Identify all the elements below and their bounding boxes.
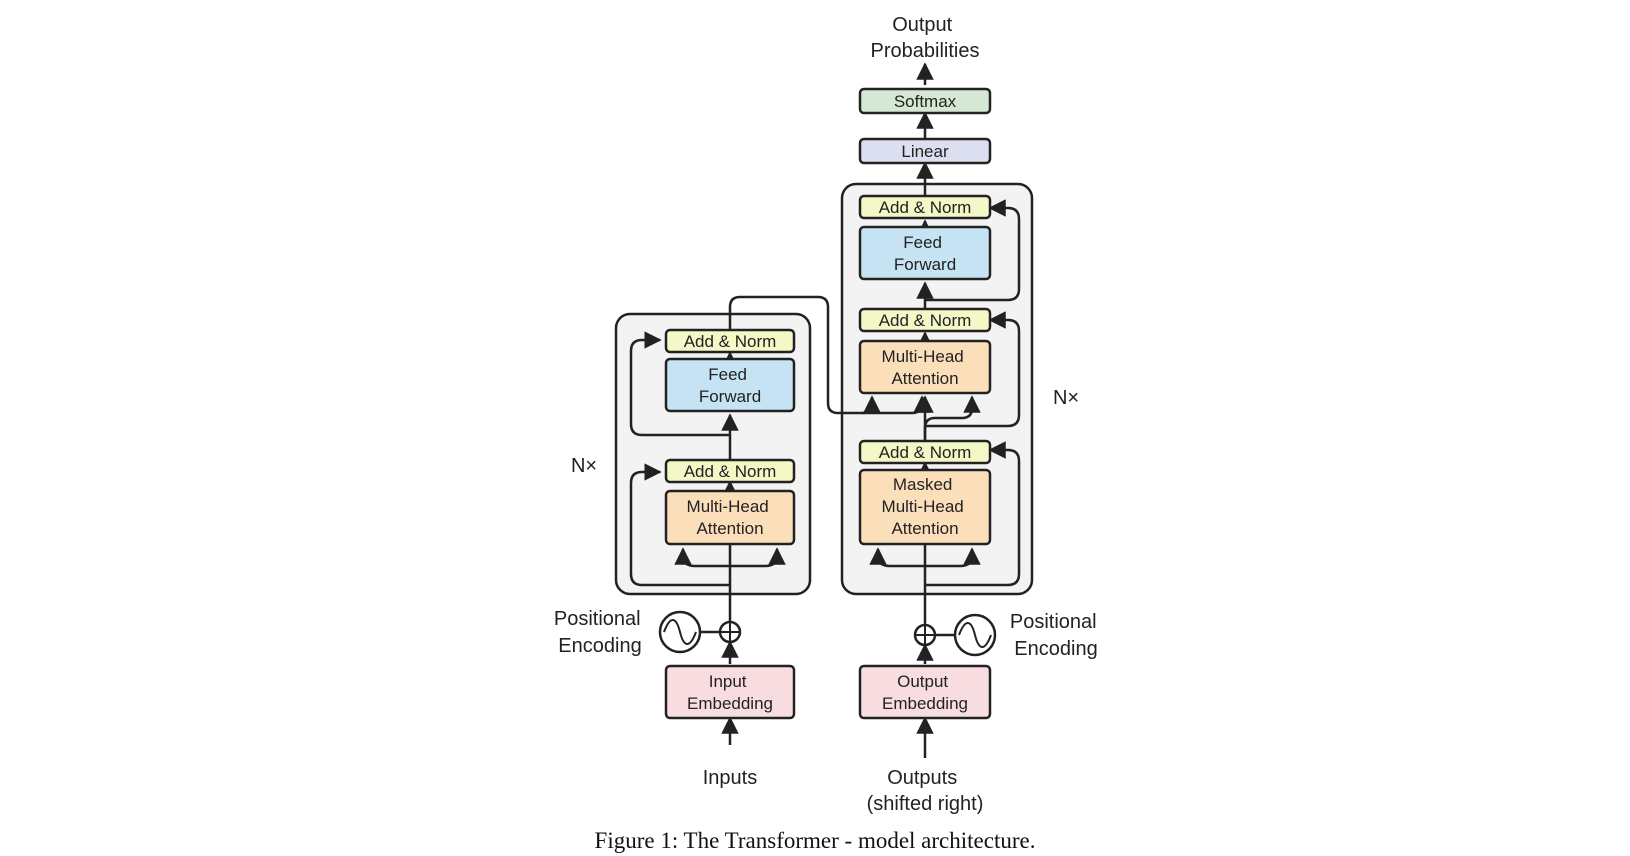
encoder-attention-line-2: Attention: [696, 519, 763, 538]
encoder-feed-forward-line-2: Forward: [699, 387, 761, 406]
input-embedding-line-2: Embedding: [687, 694, 773, 713]
decoder-add-norm-mid: [858, 307, 992, 333]
connections: [629, 62, 1021, 758]
masked-attention-line-1: Masked: [893, 475, 953, 494]
decoder-n-label: N×: [1053, 387, 1079, 409]
transformer-diagram: Softmax Linear Output Probabilities Add …: [554, 14, 1102, 815]
decoder-multi-head-attention-label: Multi-Head Attention: [882, 347, 969, 388]
decoder-add-norm-top-label: Add & Norm: [879, 198, 972, 217]
output-embedding-label: Output Embedding: [882, 672, 968, 713]
decoder-feed-forward: [858, 225, 992, 281]
encoder-pe-line-2: Encoding: [558, 635, 641, 657]
encoder-feed-forward-line-1: Feed: [708, 365, 747, 384]
output-embedding-line-2: Embedding: [882, 694, 968, 713]
linear-label: Linear: [901, 142, 949, 161]
masked-attention-line-3: Attention: [891, 519, 958, 538]
decoder-positional-encoding-label: Positional Encoding: [1010, 611, 1102, 660]
decoder-pe-line-2: Encoding: [1014, 638, 1097, 660]
masked-attention-line-2: Multi-Head: [882, 497, 964, 516]
decoder-multi-head-attention: [858, 339, 992, 395]
encoder-stack: [614, 312, 812, 596]
input-embedding-label: Input Embedding: [687, 672, 773, 713]
decoder-feed-forward-line-1: Feed: [903, 233, 942, 252]
softmax-label: Softmax: [894, 92, 957, 111]
decoder-pe-line-1: Positional: [1010, 611, 1097, 633]
encoder-attention-line-1: Multi-Head: [687, 497, 769, 516]
encoder-n-label: N×: [571, 455, 597, 477]
softmax-block: [858, 87, 992, 115]
decoder-feed-forward-label: Feed Forward: [894, 233, 956, 274]
encoder-feed-forward-label: Feed Forward: [699, 365, 761, 406]
encoder-sine-wave-icon: [663, 619, 697, 645]
encoder-add-norm-top-label: Add & Norm: [684, 332, 777, 351]
decoder-add-norm-top: [858, 194, 992, 220]
output-probabilities-line-2: Probabilities: [871, 40, 980, 62]
decoder-attention-line-1: Multi-Head: [882, 347, 964, 366]
decoder-masked-multi-head-attention: [858, 468, 992, 546]
decoder-add-norm-mid-label: Add & Norm: [879, 311, 972, 330]
output-embedding-block: [858, 664, 992, 720]
input-embedding-line-1: Input: [709, 672, 747, 691]
encoder-feed-forward: [664, 357, 796, 413]
output-probabilities-label: Output Probabilities: [871, 14, 980, 62]
outputs-label: Outputs (shifted right): [867, 767, 984, 815]
inputs-label: Inputs: [703, 767, 757, 789]
encoder-positional-encoding-label: Positional Encoding: [554, 608, 646, 657]
decoder-attention-line-2: Attention: [891, 369, 958, 388]
decoder-masked-attention-label: Masked Multi-Head Attention: [882, 475, 969, 538]
output-embedding-line-1: Output: [897, 672, 948, 691]
linear-block: [858, 137, 992, 165]
encoder-add-norm-top: [664, 328, 796, 354]
decoder-add-norm-bottom-label: Add & Norm: [879, 443, 972, 462]
encoder-pe-line-1: Positional: [554, 608, 641, 630]
outputs-line-2: (shifted right): [867, 793, 984, 815]
decoder-add-norm-bottom: [858, 439, 992, 465]
output-probabilities-line-1: Output: [892, 14, 952, 36]
encoder-add-norm-bottom-label: Add & Norm: [684, 462, 777, 481]
figure-caption: Figure 1: The Transformer - model archit…: [594, 828, 1036, 853]
encoder-add-norm-bottom: [664, 458, 796, 484]
outputs-line-1: Outputs: [887, 767, 957, 789]
encoder-multi-head-attention: [664, 489, 796, 546]
input-embedding-block: [664, 664, 796, 720]
decoder-sine-wave-icon: [958, 622, 992, 648]
encoder-multi-head-attention-label: Multi-Head Attention: [687, 497, 774, 538]
decoder-feed-forward-line-2: Forward: [894, 255, 956, 274]
